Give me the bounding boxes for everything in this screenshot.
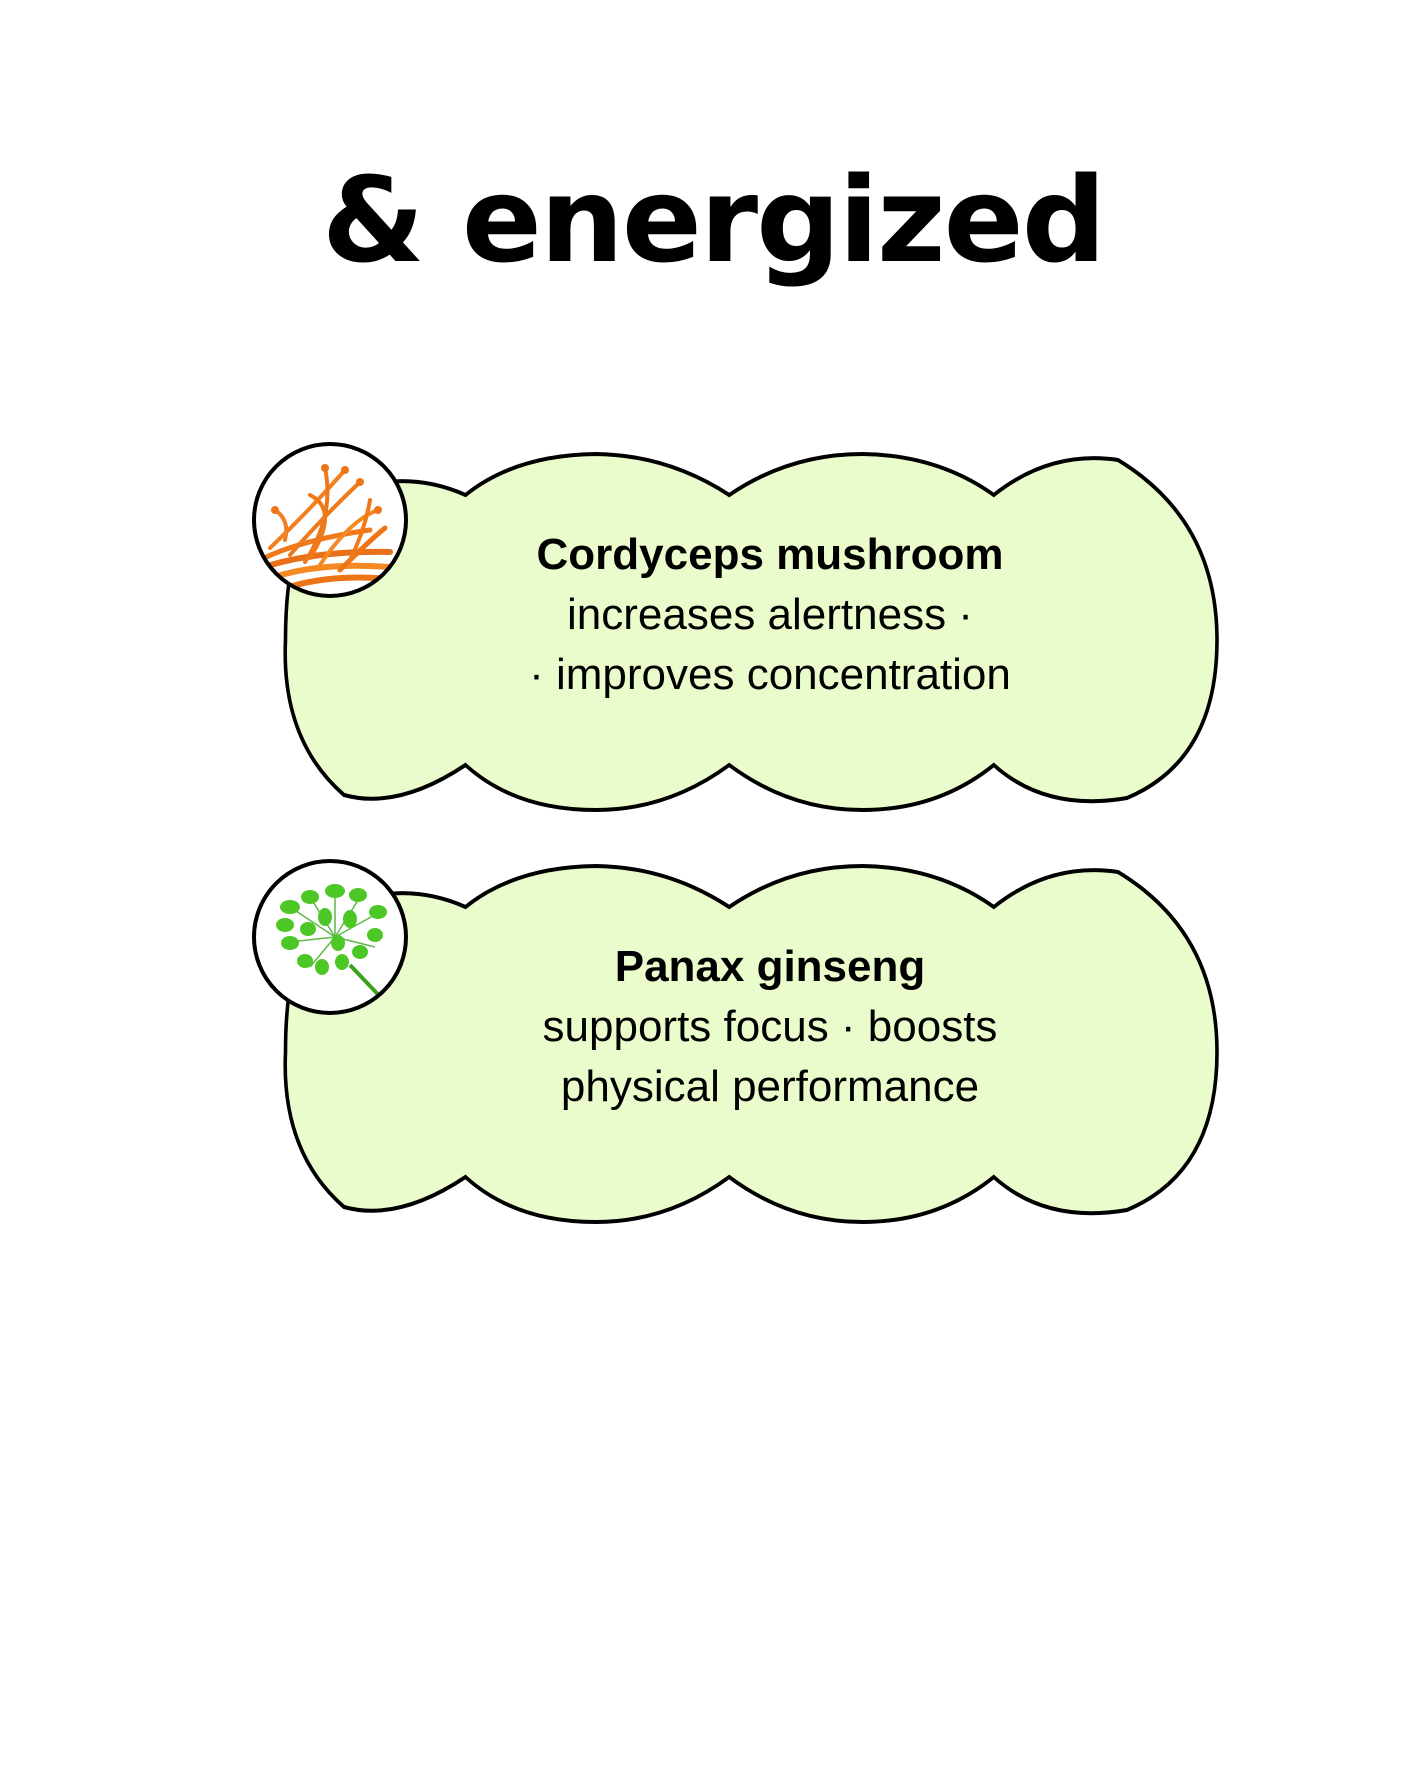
- ingredient-text: Panax ginseng supports focus · boosts ph…: [450, 937, 1090, 1117]
- ingredient-card-ginseng: Panax ginseng supports focus · boosts ph…: [250, 852, 1219, 1232]
- ingredient-name: Cordyceps mushroom: [536, 530, 1004, 579]
- cordyceps-mushroom-icon: [252, 442, 408, 598]
- ingredient-benefit-line: increases alertness ·: [567, 590, 973, 639]
- cloud-shape: [283, 451, 1219, 813]
- cloud-shape: [283, 863, 1219, 1225]
- cloud-outline: [283, 863, 1219, 1225]
- page-headline: & energized: [321, 151, 1106, 289]
- ingredient-benefit-line: supports focus · boosts: [542, 1002, 998, 1051]
- ingredient-name: Panax ginseng: [614, 942, 926, 991]
- ingredient-benefit-line: · improves concentration: [529, 650, 1011, 699]
- ingredient-benefit-line: physical performance: [560, 1062, 980, 1111]
- ginseng-flower-icon: [252, 859, 408, 1015]
- ingredient-card-cordyceps: Cordyceps mushroom increases alertness ·…: [250, 440, 1219, 820]
- ginseng-badge: [250, 857, 410, 1017]
- ingredient-text: Cordyceps mushroom increases alertness ·…: [450, 525, 1090, 705]
- cordyceps-badge: [250, 440, 410, 600]
- cloud-outline: [283, 451, 1219, 813]
